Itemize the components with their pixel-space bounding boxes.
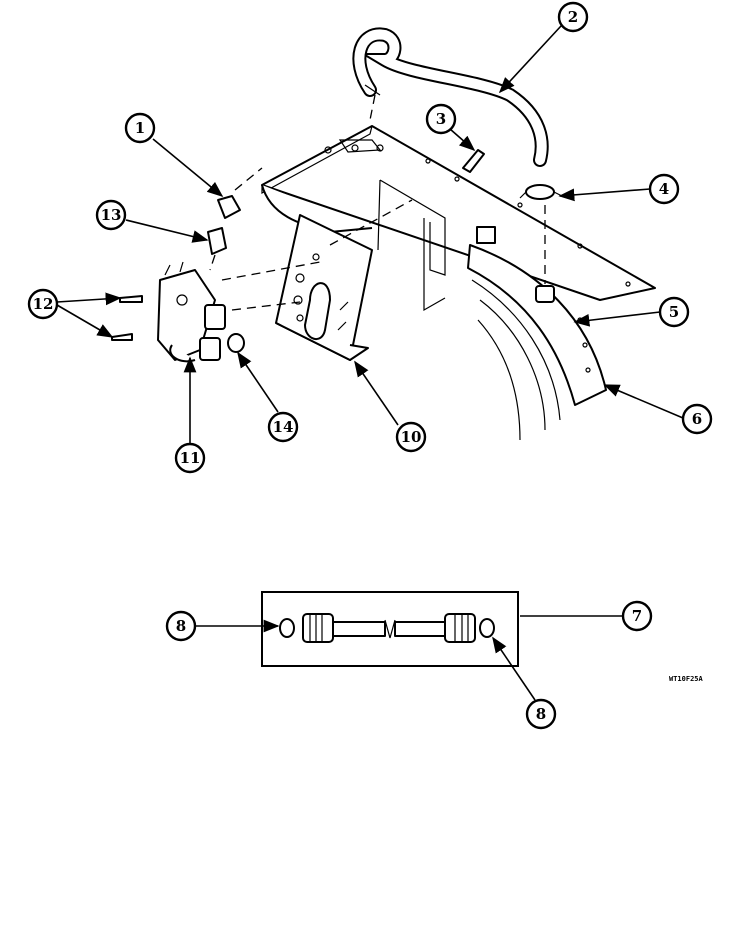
callout-12: 12 [27,288,59,320]
svg-text:5: 5 [669,303,679,321]
drawing-code: WT10F25A [669,675,704,683]
hose-kit-box [261,591,519,667]
callout-13: 13 [95,199,127,231]
callout-8-right: 8 [525,698,557,730]
top-panel [261,125,656,301]
leader-lines [56,25,684,701]
internal-bracket [377,179,446,312]
assembly-lines [209,94,546,311]
callout-6: 6 [681,403,713,435]
svg-text:3: 3 [436,110,446,128]
callout-8-left: 8 [165,610,197,642]
svg-text:12: 12 [33,295,54,313]
valve-screws [111,295,143,341]
callout-10: 10 [395,421,427,453]
callout-4: 4 [648,173,680,205]
svg-text:6: 6 [692,410,702,428]
small-parts [207,195,245,353]
screw [462,149,485,173]
svg-text:8: 8 [536,705,546,723]
svg-text:14: 14 [273,418,294,436]
svg-text:10: 10 [401,428,422,446]
callout-1: 1 [124,112,156,144]
fill-hose [352,27,549,167]
callout-7: 7 [621,600,653,632]
svg-text:2: 2 [568,8,578,26]
svg-text:8: 8 [176,617,186,635]
valve-bracket [275,214,373,361]
callout-3: 3 [425,103,457,135]
water-valve [157,261,226,363]
svg-text:11: 11 [180,449,201,467]
hose-clamp [519,184,563,200]
svg-text:13: 13 [101,206,122,224]
callout-2: 2 [557,1,589,33]
svg-text:7: 7 [632,607,642,625]
tub-nozzle [535,285,555,303]
svg-text:1: 1 [135,119,145,137]
callout-14: 14 [267,411,299,443]
callout-5: 5 [658,296,690,328]
callout-11: 11 [174,442,206,474]
svg-text:4: 4 [659,180,669,198]
tub-ring [467,226,607,441]
